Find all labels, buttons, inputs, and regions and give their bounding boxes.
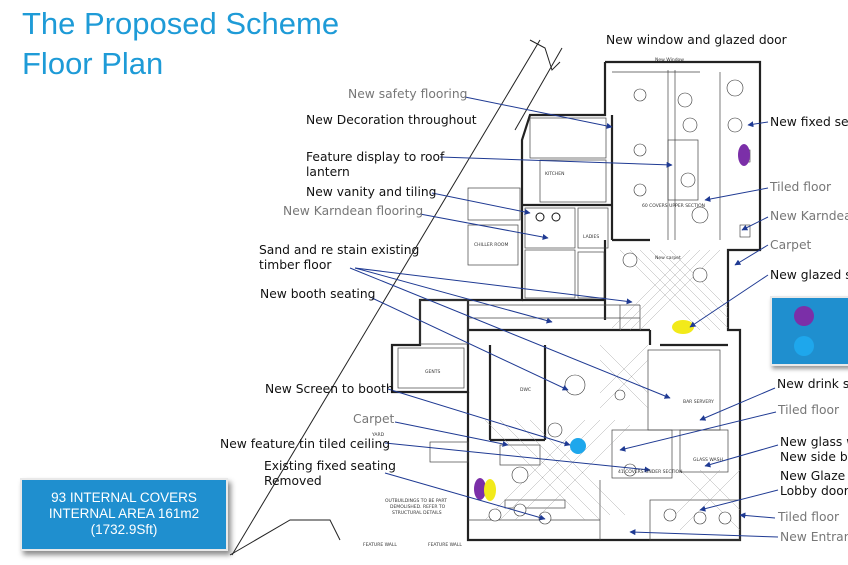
- room-label-dwc: DWC: [520, 388, 532, 393]
- label-feature-wall-1: FEATURE WALL: [363, 543, 397, 548]
- highlights: [474, 144, 750, 501]
- label-new-window: New window and glazed door: [606, 33, 787, 47]
- room-label-upper-covers: 60 COVERS UPPER SECTION: [642, 204, 706, 209]
- note-demolished-1: OUTBUILDINGS TO BE PART: [385, 499, 447, 504]
- label-carpet-right: Carpet: [770, 238, 812, 252]
- label-karndean-flooring: New Karndean flooring: [283, 204, 424, 218]
- label-glazed-lobby-2: Lobby door: [780, 484, 848, 498]
- room-label-kitchen: KITCHEN: [545, 172, 565, 177]
- label-tiled-floor-bottom: Tiled floor: [778, 510, 840, 524]
- room-label-bar-servery: BAR SERVERY: [683, 400, 714, 405]
- label-vanity: New vanity and tiling: [306, 185, 437, 199]
- label-safety-flooring: New safety flooring: [348, 87, 468, 101]
- internal-details: [397, 70, 741, 541]
- label-booth-seating: New booth seating: [260, 287, 376, 301]
- label-screen-booth: New Screen to booth: [265, 382, 394, 396]
- label-drink-shelf: New drink s: [777, 377, 848, 391]
- label-feature-display-2: lantern: [306, 165, 350, 179]
- label-new-carpet: New carpet: [655, 256, 681, 261]
- label-tiled-floor-top: Tiled floor: [770, 180, 832, 194]
- label-tiled-floor-mid: Tiled floor: [778, 403, 840, 417]
- covers-line-1: 93 INTERNAL COVERS: [51, 490, 197, 505]
- page-title: The Proposed Scheme Floor Plan: [22, 4, 339, 84]
- room-label-chiller: CHILLER ROOM: [474, 243, 509, 248]
- label-new-entrance: New Entran: [780, 530, 848, 544]
- label-feature-display-1: Feature display to roof: [306, 150, 445, 164]
- legend-purple-swatch: [794, 306, 814, 326]
- legend-blue-swatch: [794, 336, 814, 356]
- note-demolished-2: DEMOLISHED. REFER TO: [390, 505, 446, 510]
- covers-line-3: (1732.9Sft): [90, 522, 158, 537]
- label-new-window-small: New Window: [655, 58, 684, 63]
- title-line-2: Floor Plan: [22, 46, 164, 81]
- colour-legend: [770, 296, 848, 366]
- callout-arrows: [349, 96, 779, 538]
- room-label-ladies: LADIES: [583, 235, 600, 240]
- covers-info-box: 93 INTERNAL COVERS INTERNAL AREA 161m2 (…: [20, 478, 228, 551]
- building-walls: [390, 60, 762, 542]
- label-fixed-seating: New fixed sea: [770, 115, 848, 129]
- room-label-gents: GENTS: [425, 370, 441, 375]
- label-feature-tin: New feature tin tiled ceiling: [220, 437, 391, 451]
- floor-hatching: [484, 249, 741, 531]
- label-existing-fixed-2: Removed: [264, 474, 322, 488]
- covers-line-2: INTERNAL AREA 161m2: [48, 506, 200, 521]
- label-decoration: New Decoration throughout: [306, 113, 477, 127]
- label-sand-restain-2: timber floor: [259, 258, 332, 272]
- room-label-glass-wash: GLASS WASH: [693, 458, 723, 463]
- label-yard: YARD: [372, 433, 385, 438]
- label-glazed-lobby-1: New Glaze: [780, 469, 846, 483]
- label-existing-fixed-1: Existing fixed seating: [264, 459, 396, 473]
- room-label-under-covers: 41 COVERS UNDER SECTION: [618, 470, 683, 475]
- label-carpet-left: Carpet: [353, 412, 395, 426]
- label-side-bar: New side ba: [780, 450, 848, 464]
- label-glazed-screen: New glazed s: [770, 268, 848, 282]
- label-glass-wash: New glass w: [780, 435, 848, 449]
- label-karndean-right: New Karndea: [770, 209, 848, 223]
- label-sand-restain-1: Sand and re stain existing: [259, 243, 420, 257]
- marker-icons: [535, 212, 561, 222]
- label-feature-wall-2: FEATURE WALL: [428, 543, 462, 548]
- title-line-1: The Proposed Scheme: [22, 6, 340, 41]
- note-demolished-3: STRUCTURAL DETAILS: [392, 511, 442, 516]
- site-boundary: [229, 39, 563, 556]
